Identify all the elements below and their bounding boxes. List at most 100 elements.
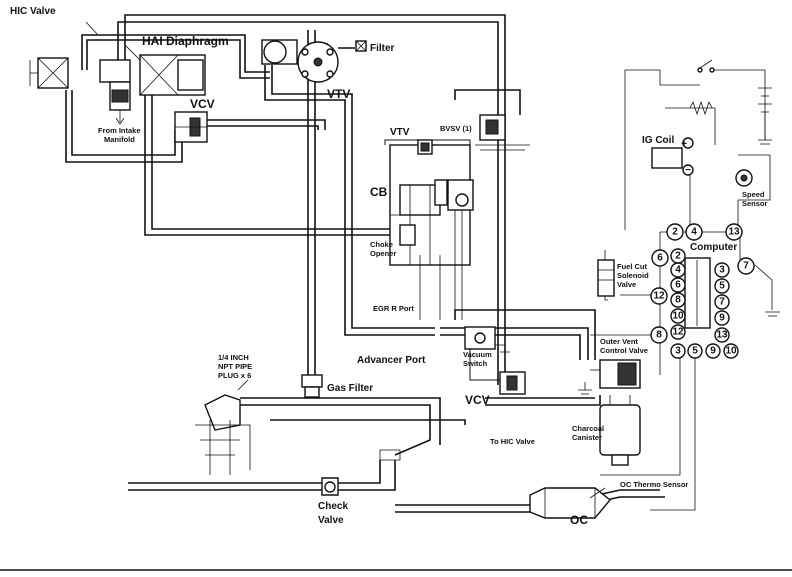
terminal-inner-left-12: 12 bbox=[670, 324, 686, 340]
terminal-inner-right-3: 3 bbox=[714, 262, 730, 278]
computer-ecu bbox=[659, 231, 741, 340]
label-bvsv: BVSV (1) bbox=[440, 124, 472, 133]
vtv-carb bbox=[417, 139, 433, 155]
label-charcoal: Charcoal bbox=[572, 424, 604, 433]
label-npt-3: PLUG x 6 bbox=[218, 371, 251, 380]
charcoal-canister bbox=[599, 395, 641, 466]
computer-terminals: 2 4 13 6 12 8 7 2 4 6 8 10 12 3 5 7 9 13… bbox=[650, 223, 755, 359]
label-cb: CB bbox=[370, 185, 388, 199]
hai-diaphragm bbox=[124, 44, 206, 96]
label-outer-vent-1: Outer Vent bbox=[600, 337, 638, 346]
svg-text:12: 12 bbox=[672, 327, 684, 338]
vcv-top bbox=[174, 111, 208, 143]
svg-text:9: 9 bbox=[710, 346, 716, 357]
terminal-inner-left-6: 6 bbox=[670, 277, 686, 293]
svg-text:4: 4 bbox=[675, 265, 681, 276]
label-gas-filter: Gas Filter bbox=[327, 383, 373, 394]
terminal-bottom-5: 5 bbox=[687, 343, 703, 359]
gas-filter bbox=[301, 374, 323, 398]
label-opener: Opener bbox=[370, 249, 396, 258]
terminal-inner-right-13: 13 bbox=[714, 327, 730, 343]
svg-text:2: 2 bbox=[672, 227, 678, 238]
label-ig-coil: IG Coil bbox=[642, 135, 674, 146]
label-speed: Speed bbox=[742, 190, 765, 199]
svg-text:13: 13 bbox=[728, 227, 740, 238]
terminal-right-7: 7 bbox=[737, 257, 755, 275]
svg-text:3: 3 bbox=[675, 346, 681, 357]
hic-valve bbox=[29, 21, 99, 89]
outer-vent-control-valve bbox=[590, 359, 641, 389]
svg-text:2: 2 bbox=[675, 251, 681, 262]
svg-text:5: 5 bbox=[719, 281, 725, 292]
svg-text:4: 4 bbox=[691, 227, 697, 238]
svg-text:12: 12 bbox=[653, 291, 665, 302]
svg-text:8: 8 bbox=[656, 330, 662, 341]
svg-text:10: 10 bbox=[672, 311, 684, 322]
carburetor bbox=[389, 144, 474, 320]
svg-text:8: 8 bbox=[675, 295, 681, 306]
vacuum-hoses bbox=[65, 14, 665, 513]
terminal-bottom-10: 10 bbox=[723, 343, 739, 359]
label-hai-diaphragm: HAI Diaphragm bbox=[142, 34, 229, 48]
label-filter: Filter bbox=[370, 43, 395, 54]
label-npt-1: 1/4 INCH bbox=[218, 353, 249, 362]
terminal-inner-left-2: 2 bbox=[670, 248, 686, 264]
label-oc-thermo-sensor: OC Thermo Sensor bbox=[620, 480, 688, 489]
label-egr-r-port: EGR R Port bbox=[373, 304, 414, 313]
ground-symbols bbox=[578, 311, 780, 395]
label-hic-valve: HIC Valve bbox=[10, 6, 56, 17]
label-check: Check bbox=[318, 501, 348, 512]
label-vcv-bottom: VCV bbox=[465, 393, 490, 407]
label-vcv-top: VCV bbox=[190, 97, 215, 111]
check-valve bbox=[321, 477, 339, 496]
vacuum-switch bbox=[464, 326, 510, 353]
terminal-left-12: 12 bbox=[650, 287, 668, 305]
label-outer-vent-2: Control Valve bbox=[600, 346, 648, 355]
oc-converter bbox=[529, 487, 611, 519]
speed-sensor bbox=[735, 169, 753, 187]
svg-text:7: 7 bbox=[719, 297, 725, 308]
svg-text:7: 7 bbox=[743, 261, 749, 272]
terminal-inner-right-5: 5 bbox=[714, 278, 730, 294]
label-canister: Canister bbox=[572, 433, 602, 442]
label-vacuum: Vacuum bbox=[463, 350, 492, 359]
terminal-inner-left-8: 8 bbox=[670, 292, 686, 308]
terminal-inner-right-7: 7 bbox=[714, 294, 730, 310]
label-switch: Switch bbox=[463, 359, 488, 368]
svg-text:3: 3 bbox=[719, 265, 725, 276]
label-vtv-top: VTV bbox=[327, 87, 350, 101]
label-fuel-cut-1: Fuel Cut bbox=[617, 262, 647, 271]
label-computer: Computer bbox=[690, 242, 737, 253]
svg-text:5: 5 bbox=[692, 346, 698, 357]
terminal-inner-right-9: 9 bbox=[714, 310, 730, 326]
bvsv bbox=[475, 114, 530, 151]
electrical-wiring bbox=[590, 69, 773, 511]
terminal-inner-left-4: 4 bbox=[670, 262, 686, 278]
svg-text:13: 13 bbox=[716, 330, 728, 341]
label-fuel-cut-2: Solenoid bbox=[617, 271, 649, 280]
label-fuel-cut-3: Valve bbox=[617, 280, 636, 289]
terminal-bottom-9: 9 bbox=[705, 343, 721, 359]
intake-manifold bbox=[195, 379, 401, 475]
vcv-bottom bbox=[499, 371, 526, 395]
terminal-bottom-3: 3 bbox=[670, 343, 686, 359]
svg-text:6: 6 bbox=[657, 253, 663, 264]
svg-text:9: 9 bbox=[719, 313, 725, 324]
label-choke: Choke bbox=[370, 240, 393, 249]
label-npt-2: NPT PIPE bbox=[218, 362, 252, 371]
fuel-cut-solenoid-valve bbox=[597, 259, 615, 297]
label-minus: − bbox=[685, 165, 691, 176]
label-sensor: Sensor bbox=[742, 199, 768, 208]
terminal-left-8: 8 bbox=[650, 326, 668, 344]
terminal-top-4: 4 bbox=[685, 223, 703, 241]
terminal-left-6: 6 bbox=[651, 249, 669, 267]
ignition-circuit bbox=[689, 59, 772, 145]
terminal-top-2: 2 bbox=[666, 223, 684, 241]
label-from-intake: From Intake bbox=[98, 126, 141, 135]
label-plus: + bbox=[681, 139, 687, 150]
label-vtv-carb: VTV bbox=[390, 127, 410, 138]
diagram-labels: HIC Valve HAI Diaphragm Filter VTV VCV F… bbox=[10, 6, 768, 527]
label-manifold: Manifold bbox=[104, 135, 135, 144]
label-valve: Valve bbox=[318, 515, 344, 526]
